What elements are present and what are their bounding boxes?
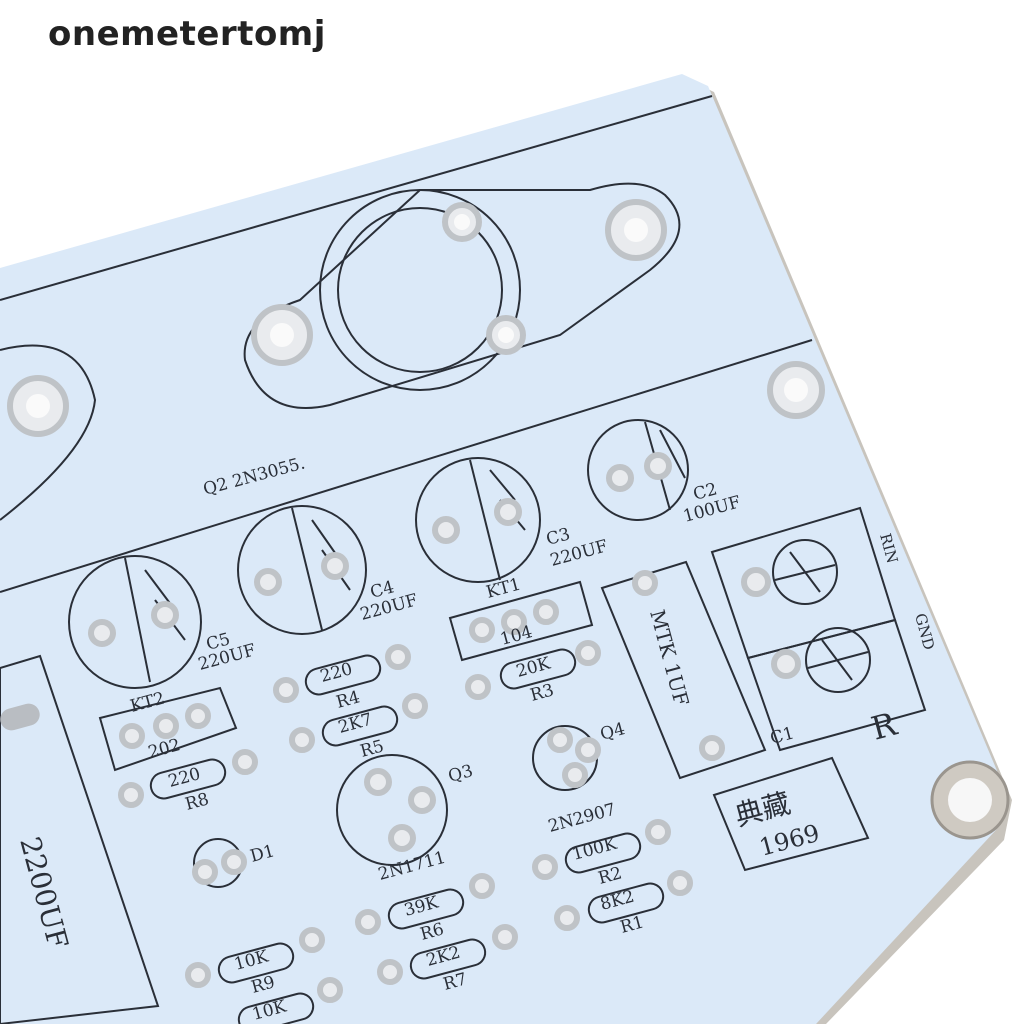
capacitor-c3 <box>415 457 541 583</box>
rca-jack-gnd <box>746 618 927 752</box>
pad <box>442 202 482 242</box>
pad <box>486 315 526 355</box>
watermark: onemetertomj <box>48 14 326 54</box>
resistor-r7 <box>377 924 518 985</box>
trimmer-kt1 <box>448 580 594 662</box>
resistor-r5 <box>289 693 428 753</box>
resistor-r9 <box>185 927 325 988</box>
pad <box>7 375 69 437</box>
capacitor-c1 <box>600 560 767 780</box>
resistor-r6 <box>355 873 495 935</box>
pad <box>0 703 40 731</box>
q2-transistor-outline <box>243 182 681 409</box>
capacitor-c2 <box>587 419 689 521</box>
divider-line <box>0 339 813 593</box>
logo-box <box>712 756 870 872</box>
border-line <box>0 95 713 301</box>
pad <box>605 199 667 261</box>
rca-jack-rin <box>710 506 897 660</box>
resistor-r3 <box>465 640 601 700</box>
resistor-r1 <box>554 870 693 931</box>
trimmer-kt2 <box>98 686 238 772</box>
capacitor-c5 <box>68 555 202 689</box>
left-transistor-outline <box>0 344 97 521</box>
corner-mount-hole <box>930 760 1010 840</box>
capacitor-c4 <box>237 505 367 635</box>
resistor-r10 <box>237 977 343 1024</box>
diode-d1 <box>192 838 247 888</box>
pad <box>251 304 313 366</box>
resistor-r2 <box>532 819 671 880</box>
big-capacitor-outline <box>0 654 160 1024</box>
resistor-r8 <box>118 749 258 808</box>
transistor-q3 <box>336 754 448 866</box>
resistor-r4 <box>273 644 411 703</box>
board-surface <box>0 74 1006 1024</box>
transistor-q4 <box>532 725 601 791</box>
mount-hole <box>767 361 825 419</box>
